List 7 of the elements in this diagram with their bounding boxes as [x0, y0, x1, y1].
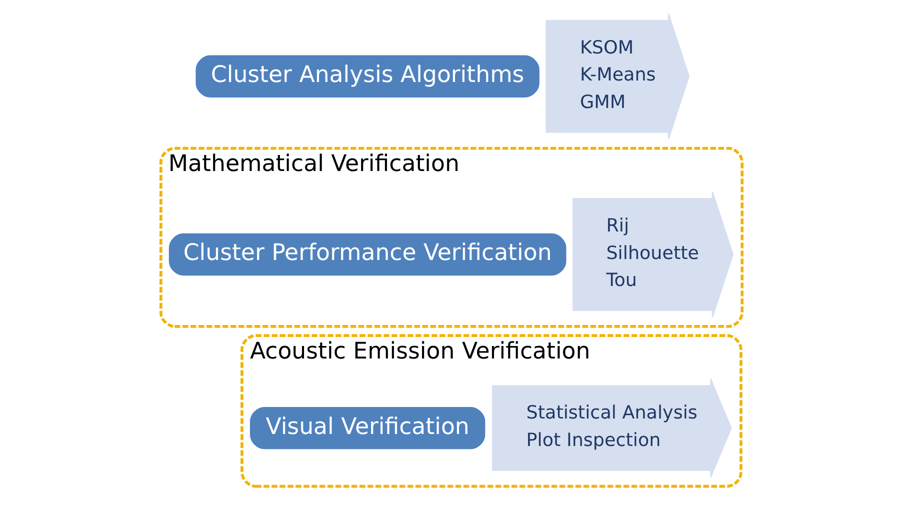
- node-box: Cluster Analysis Algorithms: [196, 54, 540, 97]
- node-label: Acoustic Emission Verification: [250, 338, 590, 364]
- node-box: Cluster Performance Verification: [168, 232, 566, 276]
- cluster: [159, 146, 744, 328]
- node-label: Mathematical Verification: [168, 150, 460, 177]
- node-box: Visual Verification: [250, 406, 486, 449]
- cluster: [240, 334, 742, 488]
